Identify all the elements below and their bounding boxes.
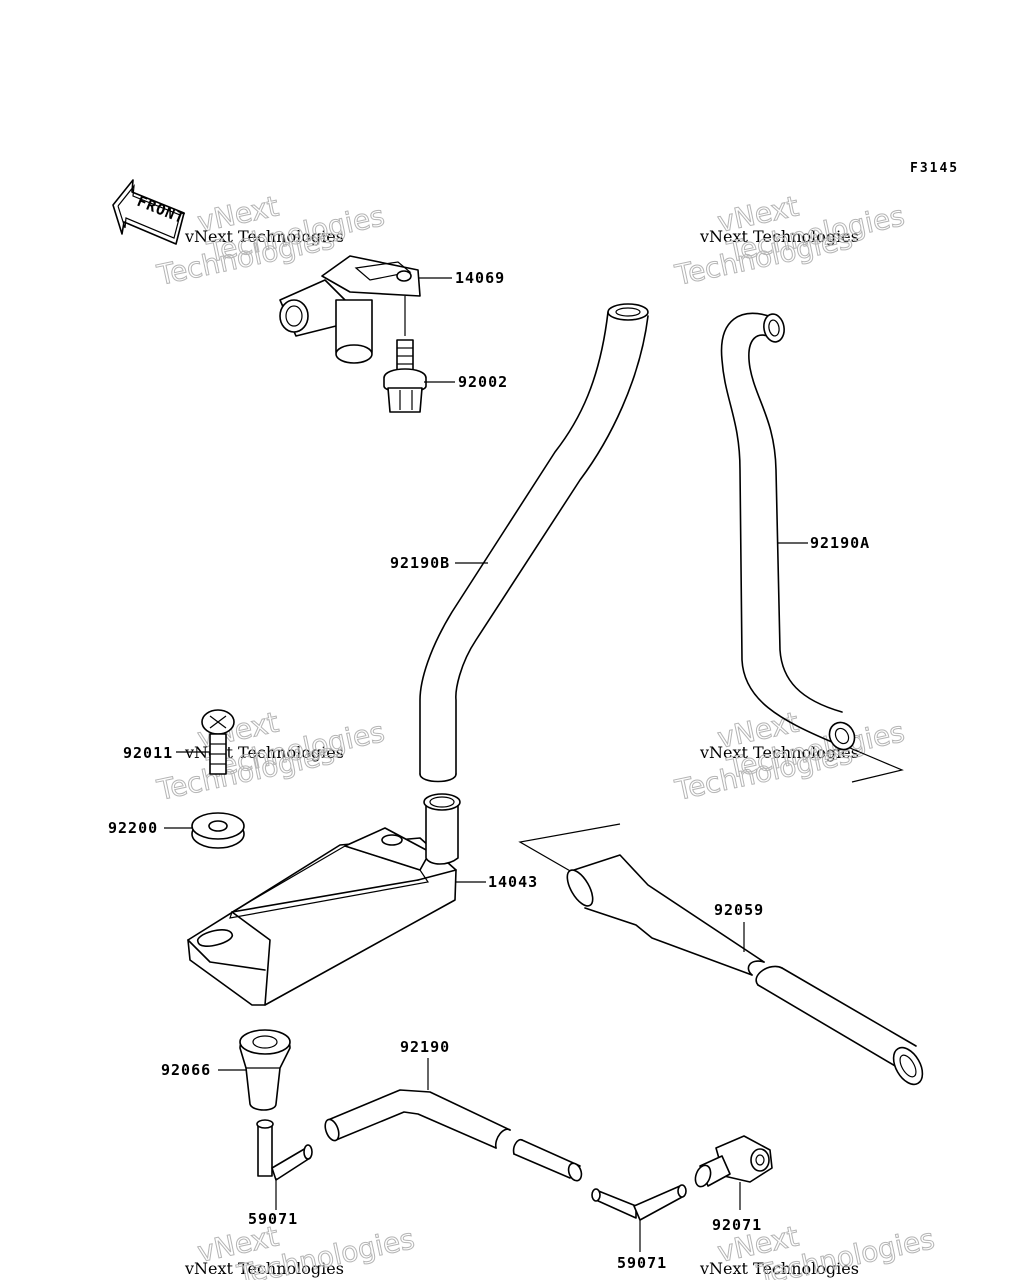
label-92011[interactable]: 92011 — [123, 744, 173, 762]
front-arrow-icon: FRONT — [112, 179, 188, 245]
break-line-left — [518, 823, 621, 873]
part-92071-cap-fitting[interactable] — [693, 1135, 773, 1189]
label-92066[interactable]: 92066 — [161, 1061, 211, 1079]
watermark-mid-left: vNext vNext Technologies Technologies Te… — [153, 705, 388, 807]
label-92190[interactable]: 92190 — [400, 1038, 450, 1056]
label-92190A[interactable]: 92190A — [810, 534, 870, 552]
part-92011-screw[interactable] — [201, 709, 235, 775]
label-92059[interactable]: 92059 — [714, 901, 764, 919]
part-14069-elbow-fitting[interactable] — [279, 255, 421, 364]
part-92059-tube[interactable] — [562, 854, 928, 1089]
figure-code: F3145 — [910, 161, 959, 176]
part-92190B-hose[interactable] — [419, 303, 649, 783]
label-92200[interactable]: 92200 — [108, 819, 158, 837]
part-59071-right-fitting[interactable] — [591, 1184, 687, 1221]
svg-text:vNext Technologies: vNext Technologies — [184, 227, 344, 246]
label-92002[interactable]: 92002 — [458, 373, 508, 391]
watermark-bottom-left: vNext vNext Technologies Technologies — [184, 1219, 418, 1280]
part-92002-bolt[interactable] — [383, 339, 427, 413]
svg-text:vNext Technologies: vNext Technologies — [699, 227, 859, 246]
part-92190A-hose[interactable] — [720, 312, 860, 754]
svg-text:vNext Technologies: vNext Technologies — [699, 1259, 859, 1278]
part-92200-washer[interactable] — [191, 812, 245, 849]
part-14043-breather-box[interactable] — [187, 793, 461, 1006]
label-92190B[interactable]: 92190B — [390, 554, 450, 572]
part-92190-hose[interactable] — [323, 1089, 584, 1183]
watermark-top-right: vNext vNext Technologies Technologies Te… — [671, 189, 908, 292]
part-92066-grommet[interactable] — [239, 1029, 291, 1111]
break-line-right — [849, 747, 904, 783]
label-59071-left[interactable]: 59071 — [248, 1210, 298, 1228]
svg-text:vNext Technologies: vNext Technologies — [184, 1259, 344, 1278]
svg-text:vNext Technologies: vNext Technologies — [699, 743, 859, 762]
label-59071-right[interactable]: 59071 — [617, 1254, 667, 1272]
label-14043[interactable]: 14043 — [488, 873, 538, 891]
label-92071[interactable]: 92071 — [712, 1216, 762, 1234]
label-14069[interactable]: 14069 — [455, 269, 505, 287]
part-59071-left-fitting[interactable] — [256, 1119, 313, 1181]
